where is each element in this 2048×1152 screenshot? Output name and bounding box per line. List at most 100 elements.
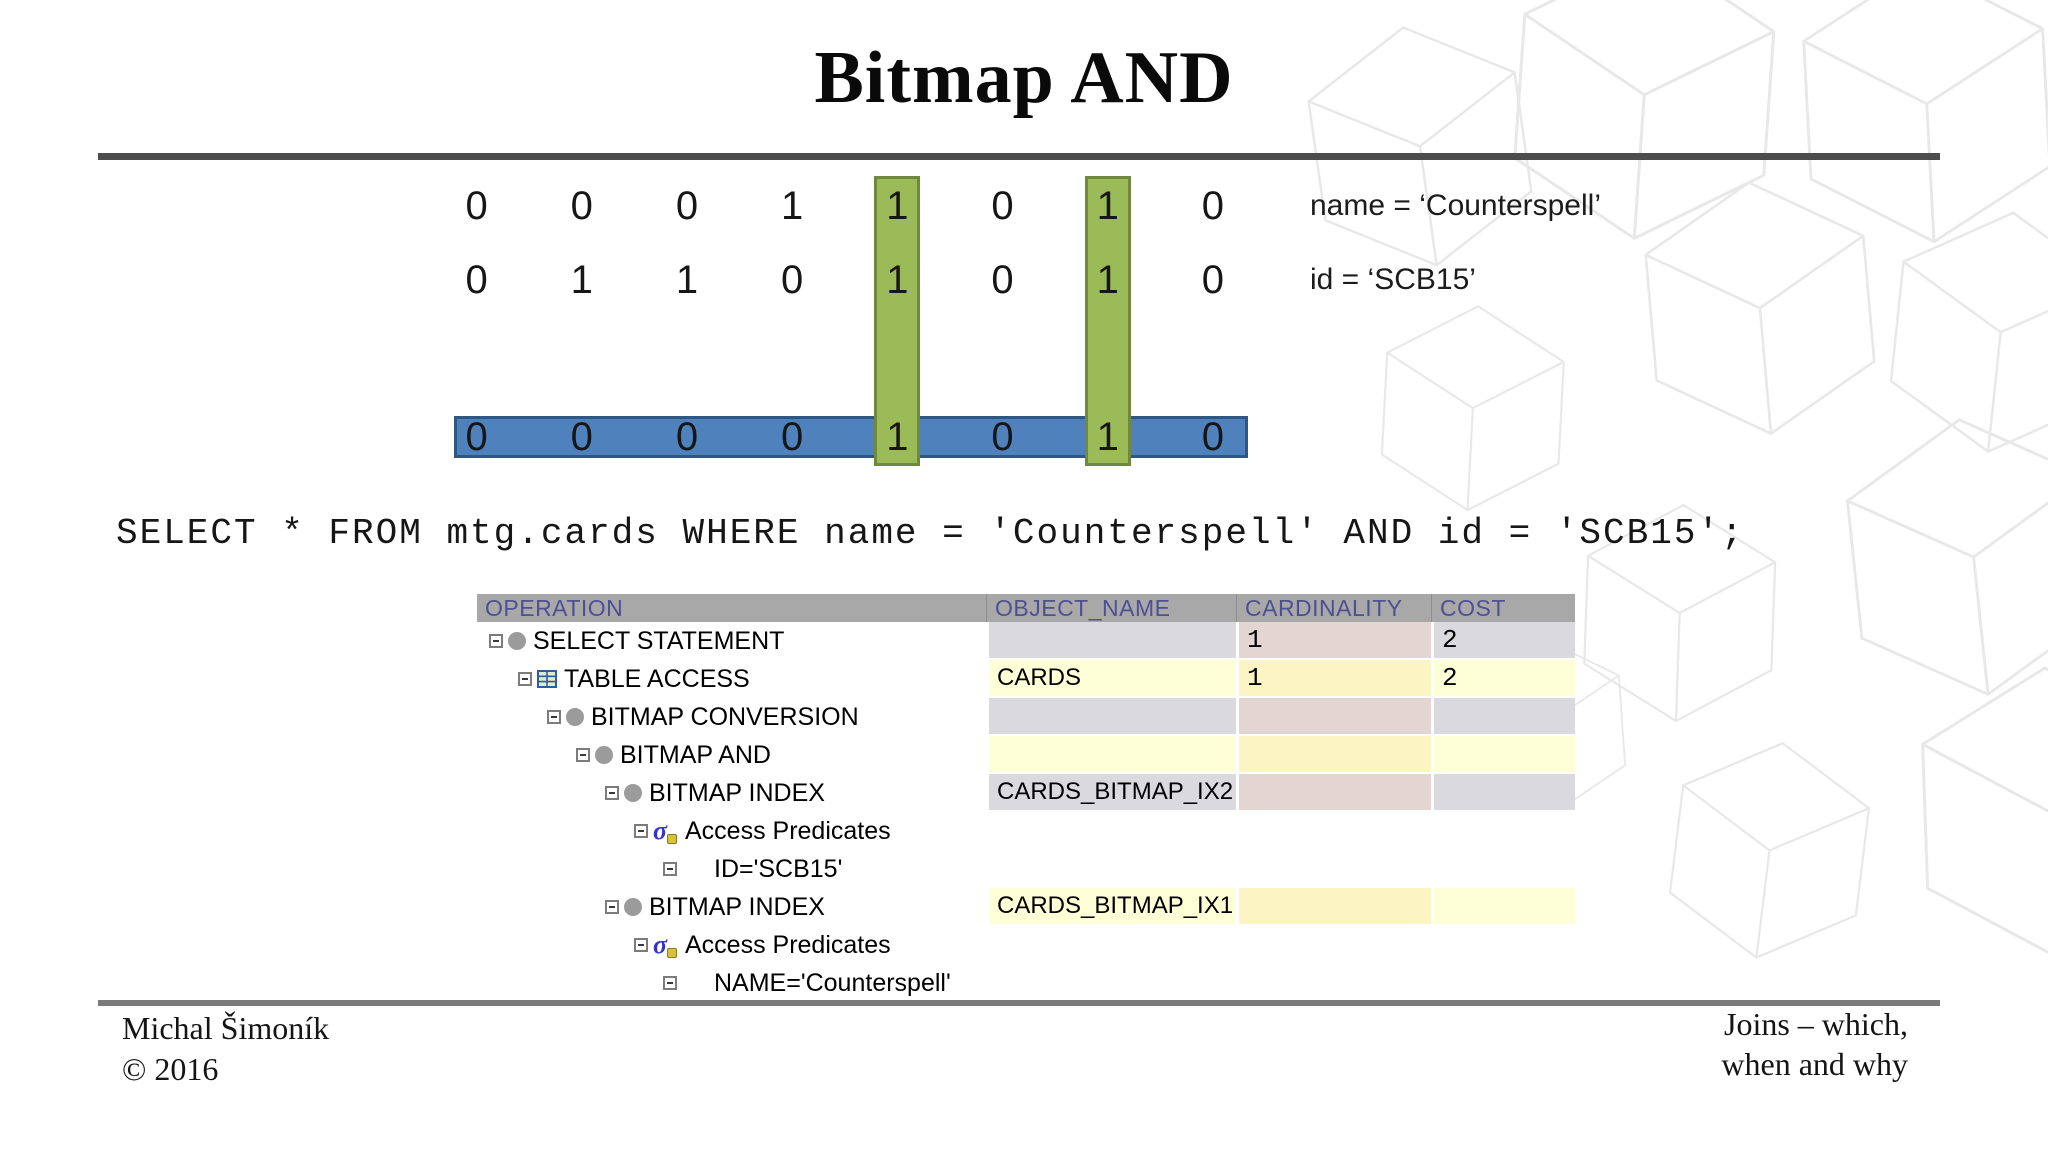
plan-operation-label: BITMAP CONVERSION (591, 702, 859, 731)
plan-operation-label: ID='SCB15' (714, 854, 843, 883)
plan-operation-label: BITMAP INDEX (649, 892, 825, 921)
plan-cardinality-cell (1236, 774, 1431, 812)
plan-node-icon (624, 898, 642, 916)
plan-cardinality-cell (1236, 812, 1431, 850)
bit-value: 0 (1201, 258, 1225, 302)
plan-node-icon (566, 708, 584, 726)
plan-object-name-cell: CARDS_BITMAP_IX1 (986, 888, 1236, 926)
title-separator-line (98, 153, 1940, 160)
plan-cost-cell (1431, 850, 1575, 888)
plan-operation-cell: TABLE ACCESS (477, 660, 986, 698)
plan-node-icon (624, 784, 642, 802)
plan-operation-label: Access Predicates (685, 816, 891, 845)
bit-value: 0 (570, 184, 593, 228)
plan-object-name-cell (986, 736, 1236, 774)
plan-object-name-cell (986, 698, 1236, 736)
bit-value: 1 (1096, 184, 1119, 228)
column-header-operation: OPERATION (485, 594, 624, 621)
plan-table-row: BITMAP CONVERSION (477, 698, 1575, 736)
plan-cardinality-cell (1236, 964, 1431, 1002)
bit-value: 0 (675, 415, 699, 459)
bit-value: 0 (991, 258, 1014, 302)
plan-node-icon (595, 746, 613, 764)
bit-value: 0 (781, 258, 804, 302)
column-header-cardinality: CARDINALITY (1236, 594, 1431, 622)
plan-cardinality-cell (1236, 850, 1431, 888)
bitmap-row-result: 0 0 0 0 1 0 1 0 (424, 416, 1266, 458)
footer-author: Michal Šimoník (122, 1010, 330, 1046)
plan-cost-cell (1431, 774, 1575, 812)
plan-cardinality-cell: 1 (1236, 660, 1431, 698)
plan-object-name-cell (986, 812, 1236, 850)
tree-collapse-icon (576, 748, 590, 762)
plan-object-name-cell (986, 622, 1236, 660)
footer-separator-line (98, 1000, 1940, 1006)
bit-value: 0 (570, 415, 593, 459)
plan-operation-cell: SELECT STATEMENT (477, 622, 986, 660)
plan-node-icon (508, 632, 526, 650)
bit-value: 0 (675, 184, 699, 228)
plan-operation-cell: BITMAP INDEX (477, 774, 986, 812)
plan-operation-cell: BITMAP INDEX (477, 888, 986, 926)
plan-cost-cell: 2 (1431, 622, 1575, 660)
bit-value: 0 (781, 415, 804, 459)
plan-operation-label: BITMAP AND (620, 740, 771, 769)
plan-object-name-cell (986, 850, 1236, 888)
bit-value: 1 (1096, 258, 1119, 302)
plan-cost-cell (1431, 964, 1575, 1002)
footer-topic-line1: Joins – which, (1724, 1006, 1908, 1042)
plan-cost-cell (1431, 926, 1575, 964)
predicate-label-id: id = ‘SCB15’ (1310, 263, 1476, 296)
bit-value: 1 (886, 184, 909, 228)
plan-object-name-cell (986, 926, 1236, 964)
column-header-object-name: OBJECT_NAME (986, 594, 1236, 622)
tree-collapse-icon (605, 786, 619, 800)
highlight-column (874, 176, 921, 466)
highlight-column (1084, 176, 1131, 466)
plan-cardinality-cell (1236, 888, 1431, 926)
tree-collapse-icon (634, 938, 648, 952)
bit-value: 0 (1201, 184, 1225, 228)
bit-value: 1 (886, 258, 909, 302)
slide-title: Bitmap AND (814, 37, 1234, 119)
plan-cost-cell: 2 (1431, 660, 1575, 698)
plan-table-row: ID='SCB15' (477, 850, 1575, 888)
plan-operation-cell: BITMAP AND (477, 736, 986, 774)
plan-operation-label: SELECT STATEMENT (533, 626, 785, 655)
tree-collapse-icon (489, 634, 503, 648)
bit-value: 0 (991, 184, 1014, 228)
bit-value: 0 (991, 415, 1014, 459)
bit-value: 0 (1201, 415, 1225, 459)
tree-collapse-icon (518, 672, 532, 686)
bit-value: 1 (886, 415, 909, 459)
bit-value: 0 (465, 415, 488, 459)
plan-cardinality-cell (1236, 698, 1431, 736)
plan-cost-cell (1431, 698, 1575, 736)
footer-topic-block: Joins – which, when and why (1721, 1004, 1908, 1084)
plan-operation-label: TABLE ACCESS (564, 664, 750, 693)
tree-collapse-icon (663, 862, 677, 876)
bit-value: 1 (781, 184, 804, 228)
plan-operation-label: NAME='Counterspell' (714, 968, 951, 997)
bit-value: 1 (570, 258, 593, 302)
plan-cardinality-cell: 1 (1236, 622, 1431, 660)
column-header-cost: COST (1431, 594, 1575, 622)
footer-author-block: Michal Šimoník © 2016 (122, 1008, 329, 1090)
plan-object-name-cell: CARDS (986, 660, 1236, 698)
tree-collapse-icon (634, 824, 648, 838)
sigma-filter-icon: σ (653, 932, 679, 958)
sigma-filter-icon: σ (653, 818, 679, 844)
bit-value: 1 (1096, 415, 1119, 459)
plan-table-row: BITMAP AND (477, 736, 1575, 774)
sql-query-text: SELECT * FROM mtg.cards WHERE name = 'Co… (116, 513, 1745, 554)
plan-cardinality-cell (1236, 736, 1431, 774)
